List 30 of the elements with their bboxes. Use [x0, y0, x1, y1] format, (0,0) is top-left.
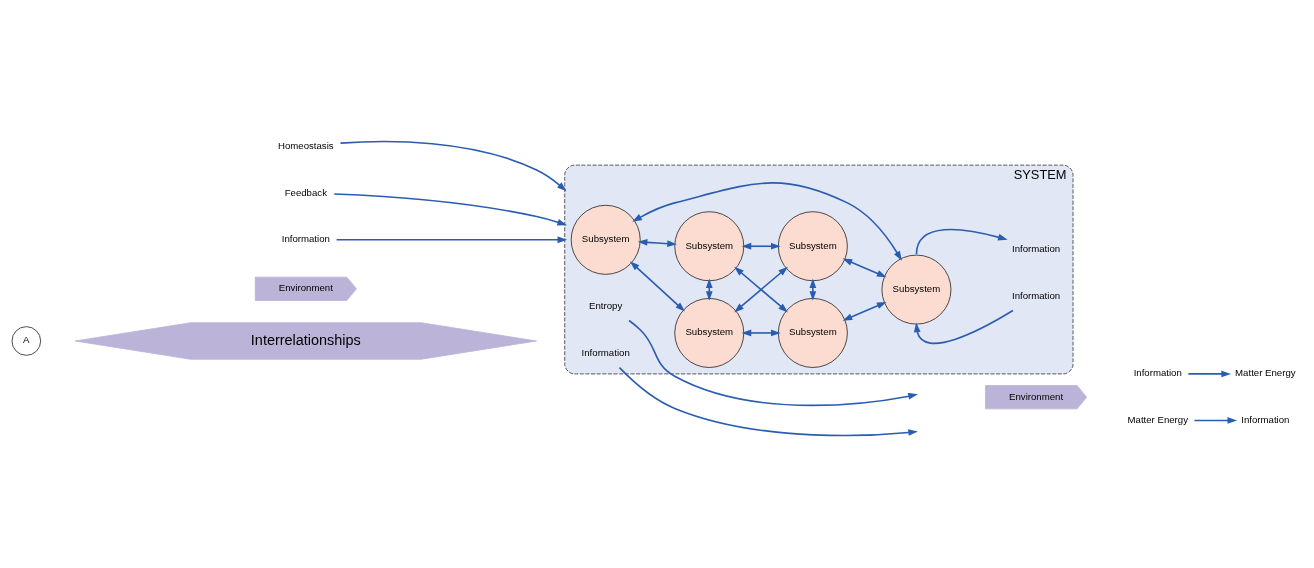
node-circle: A: [11, 326, 42, 356]
arrow: [734, 266, 788, 313]
arrow: [335, 236, 568, 244]
node-text: Information: [1012, 289, 1061, 301]
node-text: Information: [1012, 242, 1061, 254]
arrow: [333, 193, 568, 226]
arrow: [1187, 370, 1231, 378]
arrow: [629, 261, 685, 312]
node-text: Matter Energy: [1235, 367, 1296, 379]
arrow: [637, 239, 677, 247]
node-text: Information: [1133, 367, 1182, 379]
arrow: [842, 301, 887, 321]
node-text: Homeostasis: [278, 140, 334, 152]
arrow: [741, 329, 781, 337]
node-text: Matter Energy: [1127, 413, 1188, 425]
node-text: Information: [581, 346, 630, 358]
node-text: Entropy: [589, 299, 623, 311]
arrow: [1193, 417, 1238, 424]
arrow: [842, 258, 887, 278]
node-text: Feedback: [284, 186, 327, 198]
arrow: [915, 228, 1008, 256]
arrow: [339, 140, 567, 192]
arrow: [632, 182, 902, 261]
arrow: [913, 309, 1014, 344]
node-text: Information: [281, 233, 330, 245]
arrow: [618, 366, 918, 437]
node-circle: Subsystem: [881, 254, 952, 325]
arrow: [741, 242, 781, 250]
arrow: [628, 319, 918, 407]
node-text: Information: [1241, 413, 1290, 425]
